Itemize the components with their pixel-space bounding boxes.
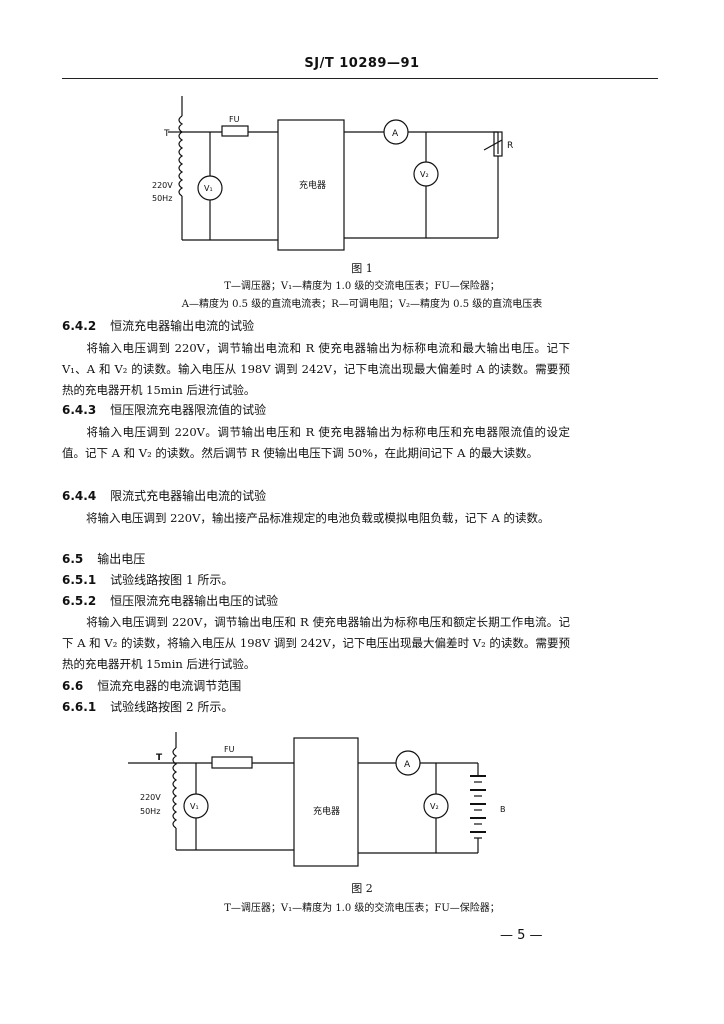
fig2-label-v1: V₁ <box>190 802 199 811</box>
section-title: 恒流充电器输出电流的试验 <box>110 319 255 333</box>
fig1-label-a: A <box>392 129 399 139</box>
fig1-label-r: R <box>507 141 513 151</box>
fig2-label-a: A <box>404 760 411 770</box>
fig1-label-v2: V₂ <box>420 170 429 179</box>
section-number: 6.4.4 <box>62 489 97 503</box>
fig1-label-v1: V₁ <box>204 184 213 193</box>
fig2-label-b: B <box>500 805 506 814</box>
fig1-label-charger: 充电器 <box>299 179 326 191</box>
figure-2-caption-line-1: T—调压器；V₁—精度为 1.0 级的交流电压表；FU—保险器； <box>224 903 500 914</box>
section-6-4-3-heading: 6.4.3 恒压限流充电器限流值的试验 <box>62 402 266 418</box>
circuit-diagram-1: T FU V₁ 220V 50Hz 充电器 A V₂ R <box>152 96 513 251</box>
fig1-label-50hz: 50Hz <box>152 194 172 203</box>
section-6-5-2-body: 将输入电压调到 220V，调节输出电压和 R 使充电器输出为标称电压和额定长期工… <box>62 615 570 671</box>
fig1-label-220v: 220V <box>152 181 173 190</box>
section-title: 恒压限流充电器限流值的试验 <box>110 403 267 417</box>
section-6-4-2-heading: 6.4.2 恒流充电器输出电流的试验 <box>62 318 254 334</box>
section-number: 6.4.3 <box>62 403 97 417</box>
section-title: 恒流充电器的电流调节范围 <box>97 679 242 693</box>
fig2-label-50hz: 50Hz <box>140 807 160 816</box>
figure-1-caption-line-1: T—调压器；V₁—精度为 1.0 级的交流电压表；FU—保险器； <box>224 281 500 292</box>
fig2-label-fu: FU <box>224 745 235 754</box>
section-title: 恒压限流充电器输出电压的试验 <box>110 594 279 608</box>
section-title: 限流式充电器输出电流的试验 <box>110 489 267 503</box>
fig1-label-t: T <box>163 129 170 139</box>
section-number: 6.5 <box>62 552 84 566</box>
section-number: 6.4.2 <box>62 319 97 333</box>
document-code: SJ/T 10289—91 <box>304 56 420 71</box>
section-6-4-3-body: 将输入电压调到 220V。调节输出电压和 R 使充电器输出为标称电压和充电器限流… <box>62 425 570 460</box>
section-number: 6.6 <box>62 679 84 693</box>
section-6-6-1-heading: 6.6.1 试验线路按图 2 所示。 <box>62 699 233 715</box>
figure-1-number: 图 1 <box>351 262 373 275</box>
fig2-label-t: T <box>156 753 163 763</box>
section-title: 试验线路按图 1 所示。 <box>110 573 234 587</box>
section-title: 输出电压 <box>97 552 146 566</box>
fig2-label-charger: 充电器 <box>313 805 340 817</box>
circuit-diagram-2: T FU V₁ 220V 50Hz 充电器 A V₂ B <box>128 732 506 867</box>
section-title: 试验线路按图 2 所示。 <box>110 700 234 714</box>
section-6-4-4-heading: 6.4.4 限流式充电器输出电流的试验 <box>62 488 266 504</box>
fig2-label-v2: V₂ <box>430 802 439 811</box>
section-6-6-heading: 6.6 恒流充电器的电流调节范围 <box>62 678 241 694</box>
figure-2-number: 图 2 <box>351 882 373 895</box>
section-6-4-4-body: 将输入电压调到 220V，输出接产品标准规定的电池负载或模拟电阻负载，记下 A … <box>86 511 550 525</box>
header-rule <box>62 78 658 79</box>
fig1-label-fu: FU <box>229 115 240 124</box>
fig2-label-220v: 220V <box>140 793 161 802</box>
section-6-4-2-body: 将输入电压调到 220V，调节输出电流和 R 使充电器输出为标称电流和最大输出电… <box>62 341 570 397</box>
section-number: 6.5.2 <box>62 594 97 608</box>
figure-1-caption-line-2: A—精度为 0.5 级的直流电流表；R—可调电阻；V₂—精度为 0.5 级的直流… <box>181 299 543 310</box>
section-number: 6.6.1 <box>62 700 97 714</box>
section-number: 6.5.1 <box>62 573 97 587</box>
section-6-5-1-heading: 6.5.1 试验线路按图 1 所示。 <box>62 572 233 588</box>
section-6-5-heading: 6.5 输出电压 <box>62 551 145 567</box>
page-number: — 5 — <box>500 928 543 943</box>
section-6-5-2-heading: 6.5.2 恒压限流充电器输出电压的试验 <box>62 593 278 609</box>
